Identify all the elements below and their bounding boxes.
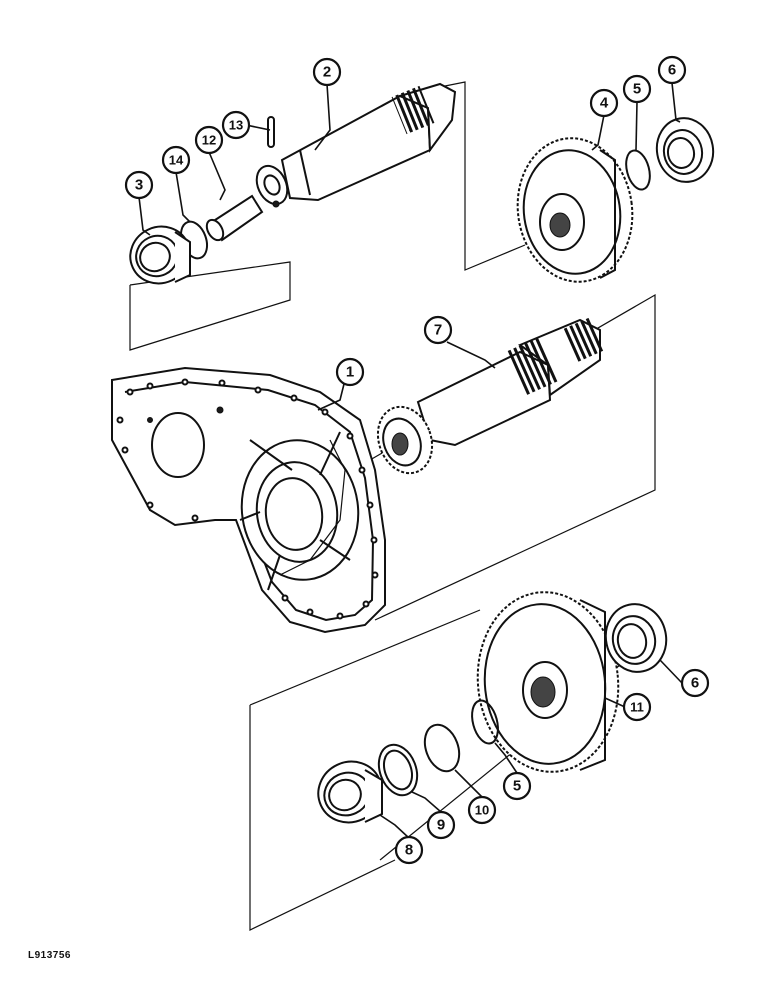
callout-8: 8 (394, 835, 424, 865)
callout-11: 11 (622, 692, 652, 722)
callout-4: 4 (589, 88, 619, 118)
sleeve (205, 194, 264, 242)
bearing-lower-left (317, 760, 383, 824)
callout-6-upper: 6 (657, 55, 687, 85)
callout-5-upper: 5 (622, 74, 652, 104)
lower-shaft (376, 317, 605, 475)
bearing-upper-left (129, 225, 191, 285)
svg-text:5: 5 (633, 81, 641, 98)
svg-text:14: 14 (169, 153, 184, 168)
callout-6-lower: 6 (680, 668, 710, 698)
bearing-lower-right (604, 603, 668, 673)
callout-3: 3 (124, 170, 154, 200)
svg-text:2: 2 (323, 64, 331, 81)
snap-ring-lower-5 (471, 699, 499, 745)
callout-2: 2 (312, 57, 342, 87)
svg-text:12: 12 (202, 133, 216, 148)
svg-text:5: 5 (513, 778, 521, 795)
housing-cover (111, 366, 386, 634)
thrust-washer-9 (377, 743, 419, 797)
svg-text:3: 3 (135, 177, 143, 194)
housing-bolt-holes (116, 378, 379, 620)
callout-leaders (138, 82, 683, 839)
callout-10: 10 (467, 795, 497, 825)
gear-upper (516, 137, 634, 283)
svg-text:10: 10 (475, 803, 489, 818)
bearing-upper-right (655, 117, 715, 183)
callout-5-lower: 5 (502, 771, 532, 801)
svg-text:11: 11 (630, 700, 644, 715)
svg-text:7: 7 (434, 322, 442, 339)
svg-text:6: 6 (691, 675, 699, 692)
callout-14: 14 (161, 145, 191, 175)
gear-lower (476, 591, 620, 773)
svg-text:9: 9 (437, 817, 445, 834)
svg-text:13: 13 (229, 118, 243, 133)
snap-ring-upper-right (625, 149, 651, 191)
snap-ring-lower-10 (423, 723, 461, 773)
svg-text:8: 8 (405, 842, 413, 859)
figure-reference-code: L913756 (28, 950, 71, 961)
callout-7: 7 (423, 315, 453, 345)
upper-shaft (255, 82, 457, 208)
svg-text:1: 1 (346, 364, 354, 381)
roll-pin (267, 116, 275, 148)
svg-text:6: 6 (668, 62, 676, 79)
callout-13: 13 (221, 110, 251, 140)
callout-12: 12 (194, 125, 224, 155)
svg-text:4: 4 (600, 95, 609, 112)
callout-9: 9 (426, 810, 456, 840)
callout-1: 1 (335, 357, 365, 387)
